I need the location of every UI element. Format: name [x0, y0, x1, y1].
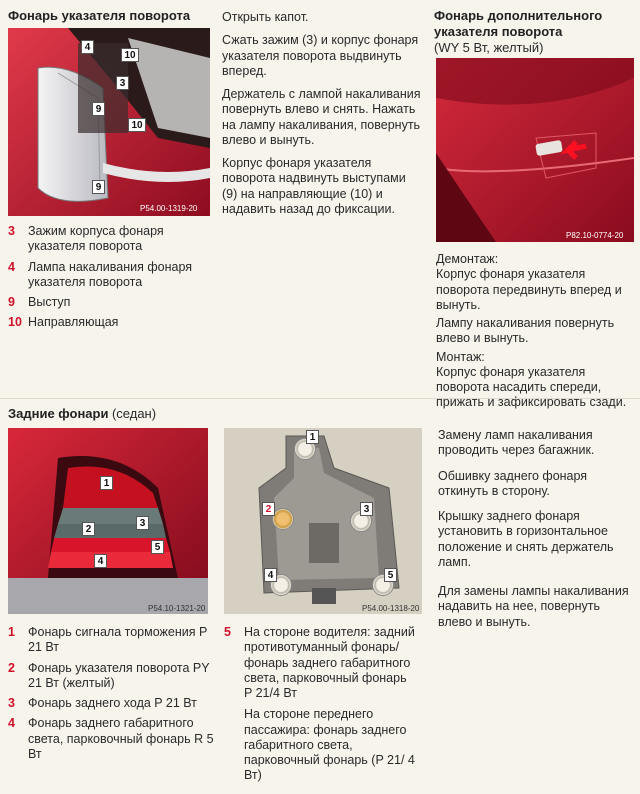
step: Корпус фонаря указателя поворота передви…: [436, 267, 622, 312]
rear-callout-1: 1: [100, 476, 113, 490]
side-indicator-subtitle: (WY 5 Вт, желтый): [434, 39, 544, 55]
photo-caption: P54.00-1319-20: [140, 204, 198, 213]
photo-caption: P54.00-1318-20: [362, 604, 420, 613]
callout-9: 9: [92, 102, 105, 116]
step: Демонтаж:: [436, 252, 499, 266]
holder-callout-5: 5: [384, 568, 397, 582]
photo-caption: P82.10-0774-20: [566, 231, 624, 240]
holder-callout-1: 1: [306, 430, 319, 444]
passenger-side-note: На стороне переднего пассажира: фонарь з…: [244, 707, 415, 783]
driver-side-note: На стороне водителя: задний противотуман…: [244, 625, 415, 700]
rear-lights-title: Задние фонари: [8, 406, 109, 421]
rear-light-illustration: [8, 428, 208, 614]
step: Корпус фонаря указателя поворота надвину…: [222, 156, 406, 216]
rear-callout-2: 2: [82, 522, 95, 536]
front-indicator-title: Фонарь указателя поворота: [8, 8, 191, 23]
step: Для замены лампы накаливания надавить на…: [438, 584, 629, 629]
side-indicator-photo: P82.10-0774-20: [436, 58, 634, 242]
rear-lights-steps: Замену ламп накаливания проводить через …: [438, 428, 636, 638]
step: Держатель с лампой накаливания повернуть…: [222, 87, 421, 147]
front-indicator-illustration: [8, 28, 210, 216]
side-indicator-illustration: [436, 58, 634, 242]
step: Корпус фонаря указателя поворота насадит…: [436, 364, 627, 410]
lamp-holder-photo: 1 2 3 4 5 P54.00-1318-20: [224, 428, 422, 614]
front-indicator-steps: Открыть капот. Сжать зажим (3) и корпус …: [222, 10, 422, 225]
holder-callout-4: 4: [264, 568, 277, 582]
side-indicator-steps: Демонтаж: Корпус фонаря указателя поворо…: [436, 252, 636, 411]
front-indicator-photo: 4 10 3 9 10 9 P54.00-1319-20: [8, 28, 210, 216]
rear-legend-right: 5 На стороне водителя: задний противотум…: [224, 625, 424, 789]
step: Крышку заднего фонаря установить в гориз…: [438, 509, 614, 569]
step: Сжать зажим (3) и корпус фонаря указател…: [222, 33, 419, 78]
side-indicator-title: Фонарь дополнительного указателя поворот…: [434, 8, 603, 39]
legend-item: 5 На стороне водителя: задний противотум…: [224, 625, 415, 783]
rear-light-photo: 1 2 3 4 5 P54.10-1321-20: [8, 428, 208, 614]
holder-callout-3: 3: [360, 502, 373, 516]
callout-9b: 9: [92, 180, 105, 194]
rear-callout-4: 4: [94, 554, 107, 568]
socket-2: [272, 508, 294, 530]
callout-4: 4: [81, 40, 94, 54]
side-indicator-header: Фонарь дополнительного указателя поворот…: [434, 8, 634, 56]
rear-callout-5: 5: [151, 540, 164, 554]
rear-lights-subtitle: (седан): [111, 406, 157, 421]
step: Открыть капот.: [222, 10, 309, 24]
photo-caption: P54.10-1321-20: [148, 604, 206, 613]
holder-callout-2: 2: [262, 502, 275, 516]
rear-callout-3: 3: [136, 516, 149, 530]
callout-3: 3: [116, 76, 129, 90]
callout-10: 10: [121, 48, 139, 62]
step: Обшивку заднего фонаря откинуть в сторон…: [438, 468, 588, 498]
step: Монтаж:: [436, 349, 485, 364]
rear-lights-header: Задние фонари (седан): [8, 406, 156, 422]
step: Лампу накаливания повернуть влево и выну…: [436, 316, 615, 346]
step: Замену ламп накаливания проводить через …: [438, 428, 595, 458]
callout-10b: 10: [128, 118, 146, 132]
section-divider: [0, 398, 640, 399]
